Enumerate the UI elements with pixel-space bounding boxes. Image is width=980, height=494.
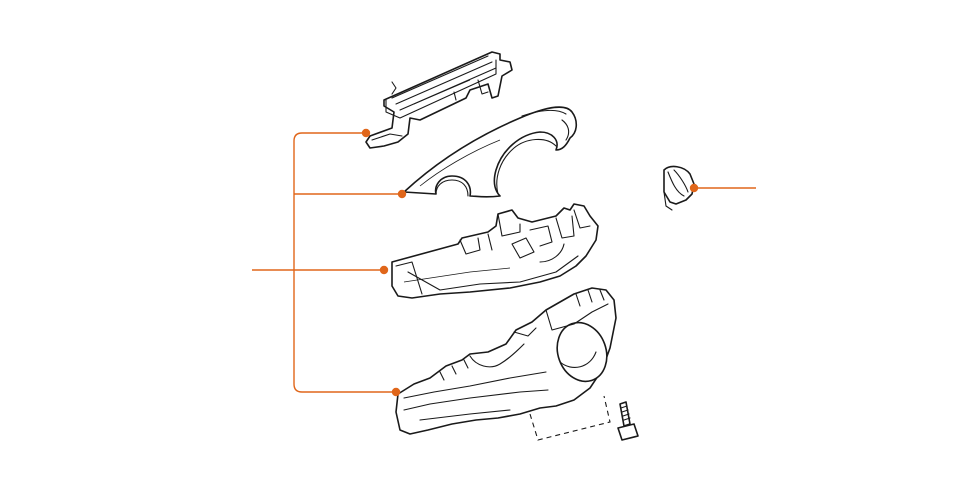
middle-column-cover: [391, 203, 599, 299]
callout-dot: [689, 183, 699, 193]
upper-trim-bracket: [365, 51, 513, 149]
screw: [529, 395, 639, 441]
callout-dot: [391, 387, 401, 397]
callout-dot: [379, 265, 389, 275]
callout-dot: [361, 128, 371, 138]
lower-column-cover: [395, 287, 617, 435]
clip-ring: [663, 165, 695, 211]
callout-clip: [689, 183, 756, 193]
callout-dot: [397, 189, 407, 199]
callout-left-group: [252, 128, 407, 397]
upper-column-cover: [403, 106, 578, 198]
